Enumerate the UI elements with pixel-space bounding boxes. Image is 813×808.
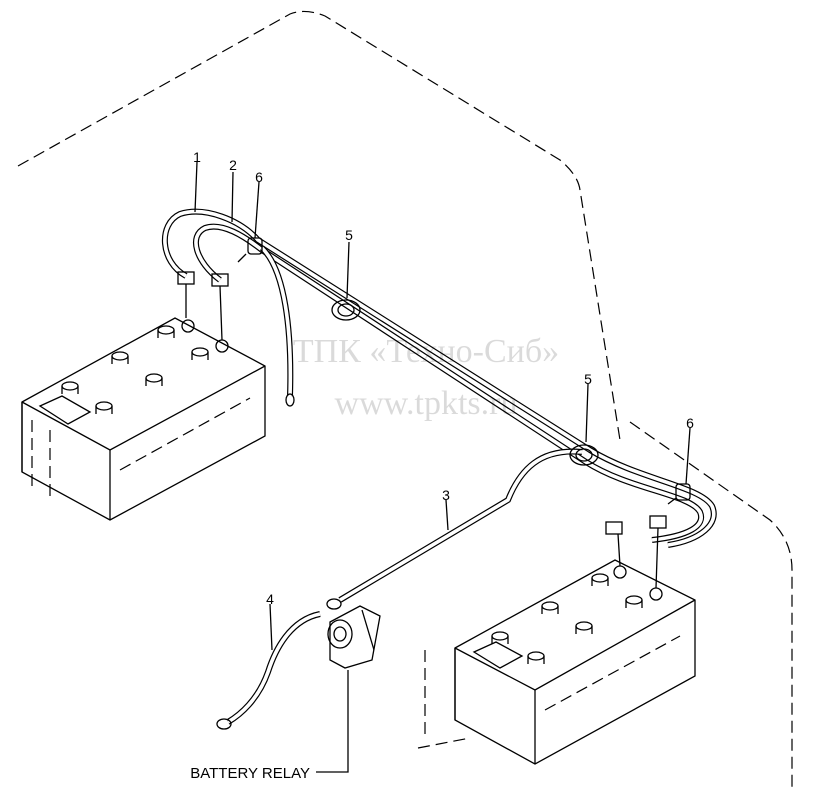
callout-5-right: 5 bbox=[584, 371, 592, 387]
clamp-right bbox=[667, 483, 691, 505]
left-battery bbox=[21, 317, 266, 521]
left-battery-terminals bbox=[61, 319, 229, 414]
machine-outline bbox=[17, 10, 793, 790]
battery-relay bbox=[327, 605, 381, 669]
cable-2 bbox=[193, 223, 705, 543]
grommet-left bbox=[331, 299, 361, 321]
callout-4: 4 bbox=[266, 591, 274, 607]
battery-relay-label: BATTERY RELAY bbox=[190, 765, 310, 782]
cable-4 bbox=[216, 611, 321, 730]
callout-6-left: 6 bbox=[255, 169, 263, 185]
cable-3 bbox=[326, 448, 583, 610]
leader-lines bbox=[194, 161, 691, 773]
cable-1 bbox=[162, 208, 717, 548]
grommet-right bbox=[569, 444, 599, 466]
watermark-url: www.tpkts.ru bbox=[335, 385, 518, 422]
right-battery bbox=[454, 559, 696, 765]
callout-1: 1 bbox=[193, 149, 201, 165]
left-terminal-connectors bbox=[177, 271, 229, 341]
right-terminal-connectors bbox=[605, 515, 667, 589]
callout-3: 3 bbox=[442, 487, 450, 503]
callout-5-left: 5 bbox=[345, 227, 353, 243]
callout-2: 2 bbox=[229, 157, 237, 173]
right-battery-terminals bbox=[491, 565, 663, 664]
callout-6-right: 6 bbox=[686, 415, 694, 431]
cable-6-branch bbox=[259, 245, 295, 407]
watermark-company: ТПК «Техно-Сиб» bbox=[293, 333, 559, 370]
